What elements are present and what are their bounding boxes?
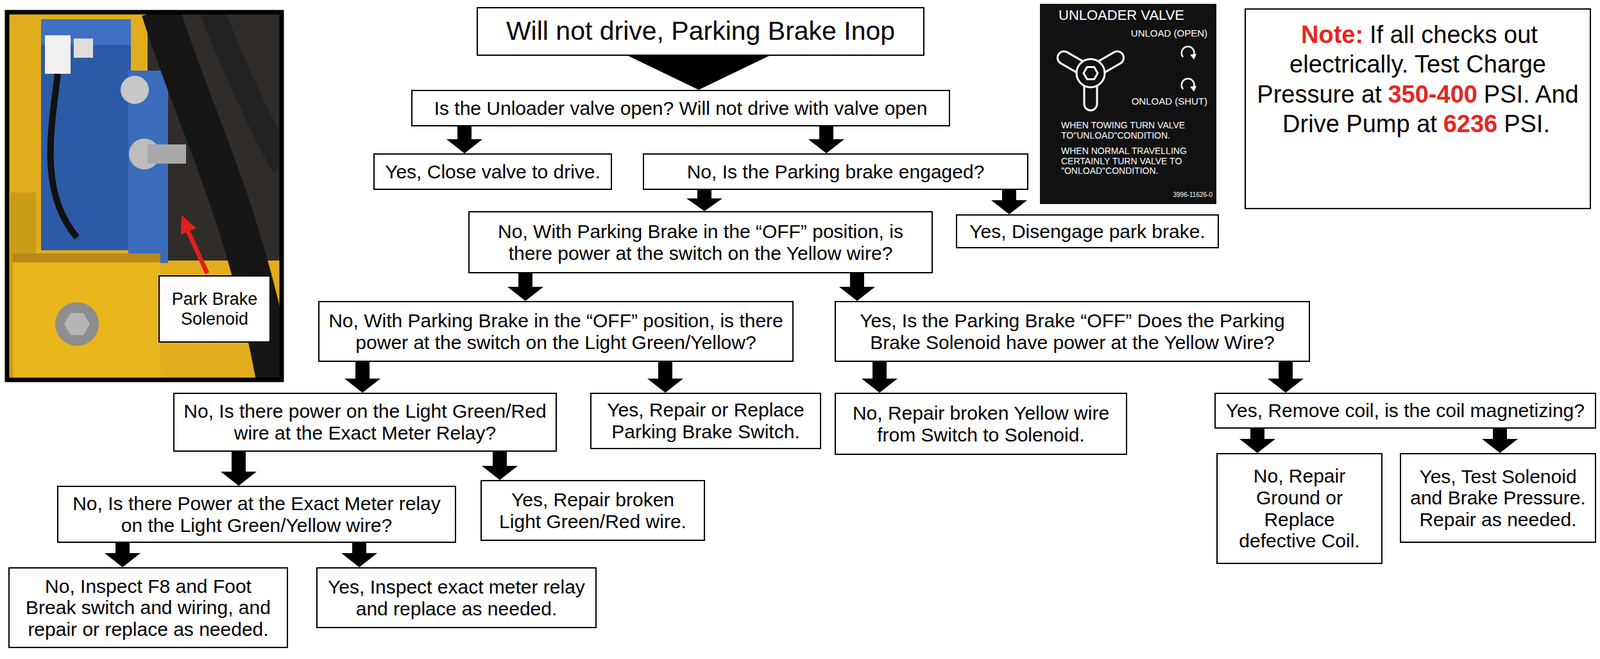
action-box: No, Repair broken Yellow wire from Switc… xyxy=(834,392,1128,455)
node-text: Yes, Test Solenoid and Brake Pressure. R… xyxy=(1408,465,1588,531)
plate-text: ONLOAD (SHUT) xyxy=(1111,96,1208,108)
node-text: No, Is the Parking brake engaged? xyxy=(687,161,985,183)
leader-arrowhead xyxy=(180,214,197,235)
action-box: Yes, Inspect exact meter relay and repla… xyxy=(316,567,597,629)
bolt xyxy=(64,313,90,336)
node-text: 350-400 xyxy=(1387,80,1477,108)
rotate-arrowhead xyxy=(1190,53,1197,60)
decision-box: No, Is there Power at the Exact Meter re… xyxy=(57,485,457,543)
action-box: Yes, Test Solenoid and Brake Pressure. R… xyxy=(1399,452,1597,543)
action-box: Yes, Repair or Replace Parking Brake Swi… xyxy=(590,392,822,450)
decision-box: No, Is the Parking brake engaged? xyxy=(642,153,1029,190)
node-text: No, Is there power on the Light Green/Re… xyxy=(182,400,548,444)
valve-handle xyxy=(1055,48,1126,111)
start-box: Will not drive, Parking Brake Inop xyxy=(476,7,925,56)
flow-arrow xyxy=(446,126,483,154)
note-box: Note:If all checks out electrically. Tes… xyxy=(1244,8,1592,210)
solenoid-photo xyxy=(5,10,284,382)
node-text: No, Inspect F8 and Foot Break switch and… xyxy=(17,575,280,641)
part-number: 3996-11626-0 xyxy=(1148,191,1213,199)
flow-arrow xyxy=(507,273,544,301)
washer xyxy=(55,302,99,346)
action-box: Yes, Disengage park brake. xyxy=(955,214,1219,249)
rotate-arrowhead xyxy=(1190,85,1197,92)
node-text: Yes, Repair or Replace Parking Brake Swi… xyxy=(599,399,813,443)
node-text: Is the Unloader valve open? Will not dri… xyxy=(434,97,928,120)
flow-arrow xyxy=(481,451,518,480)
node-text: Park Brake Solenoid xyxy=(167,289,262,328)
flow-arrow xyxy=(1267,361,1304,393)
node-text: Will not drive, Parking Brake Inop xyxy=(506,16,895,47)
callout-label: Park Brake Solenoid xyxy=(158,275,271,343)
node-text: No, With Parking Brake in the “OFF” posi… xyxy=(477,220,924,264)
flow-arrow xyxy=(1239,428,1276,453)
unloader-plate xyxy=(1039,3,1217,205)
action-box: No, Inspect F8 and Foot Break switch and… xyxy=(8,567,289,648)
action-box: Yes, Close valve to drive. xyxy=(373,153,613,190)
node-text: Yes, Repair broken Light Green/Red wire. xyxy=(489,488,697,532)
plate-text: WHEN NORMAL TRAVELLING CERTAINLY TURN VA… xyxy=(1061,146,1213,177)
node-text: No, Repair broken Yellow wire from Switc… xyxy=(843,402,1119,446)
hex-nut xyxy=(1083,67,1098,80)
node-text: No, Repair Ground or Replace defective C… xyxy=(1225,465,1374,552)
node-text: No, With Parking Brake in the “OFF” posi… xyxy=(327,309,785,353)
flow-arrow xyxy=(808,126,845,154)
handle-hub xyxy=(1076,59,1105,88)
plate-title: UNLOADER VALVE xyxy=(1058,7,1207,24)
leader-arrow xyxy=(187,229,208,274)
flow-arrow xyxy=(647,361,684,393)
node-text: Yes, Close valve to drive. xyxy=(384,161,601,183)
photo-frame xyxy=(7,12,282,380)
valve-block xyxy=(41,19,131,251)
connector-plug xyxy=(44,35,71,74)
wire xyxy=(50,73,77,238)
fitting xyxy=(120,75,149,104)
action-box: No, Repair Ground or Replace defective C… xyxy=(1216,452,1383,564)
flow-arrow xyxy=(991,189,1028,215)
connector-plug xyxy=(73,38,94,58)
decision-box: Yes, Remove coil, is the coil magnetizin… xyxy=(1214,392,1597,429)
node-text: PSI. xyxy=(1503,110,1550,138)
plate-text: UNLOAD (OPEN) xyxy=(1111,28,1208,40)
bracket xyxy=(12,262,161,382)
flow-arrow xyxy=(1481,428,1518,453)
plate xyxy=(1039,3,1217,205)
node-text: No, Is there Power at the Exact Meter re… xyxy=(66,492,448,536)
decision-box: No, With Parking Brake in the “OFF” posi… xyxy=(468,211,933,274)
fitting xyxy=(147,144,187,164)
bracket-shadow xyxy=(12,253,161,263)
flow-arrow xyxy=(220,451,257,486)
node-text: Yes, Is the Parking Brake “OFF” Does the… xyxy=(843,309,1302,353)
node-text: Yes, Remove coil, is the coil magnetizin… xyxy=(1225,399,1585,422)
action-box: Yes, Repair broken Light Green/Red wire. xyxy=(480,479,706,541)
flow-arrow xyxy=(344,361,381,393)
plate-text: WHEN TOWING TURN VALVE TO"UNLOAD"CONDITI… xyxy=(1061,120,1213,141)
flow-arrow xyxy=(839,273,876,301)
node-text: 6236 xyxy=(1443,110,1498,138)
decision-box: Is the Unloader valve open? Will not dri… xyxy=(411,89,951,127)
hose xyxy=(211,10,284,167)
flow-arrow xyxy=(628,55,770,90)
node-text: Yes, Inspect exact meter relay and repla… xyxy=(325,576,588,620)
node-text: Note: xyxy=(1301,21,1364,49)
flow-arrow xyxy=(104,542,141,568)
flow-arrow xyxy=(861,361,898,393)
flow-arrow xyxy=(341,542,378,568)
decision-box: Yes, Is the Parking Brake “OFF” Does the… xyxy=(834,300,1311,362)
decision-box: No, With Parking Brake in the “OFF” posi… xyxy=(318,300,794,362)
flow-arrow xyxy=(686,189,723,212)
decision-box: No, Is there power on the Light Green/Re… xyxy=(173,392,557,452)
node-text: Yes, Disengage park brake. xyxy=(969,220,1205,243)
